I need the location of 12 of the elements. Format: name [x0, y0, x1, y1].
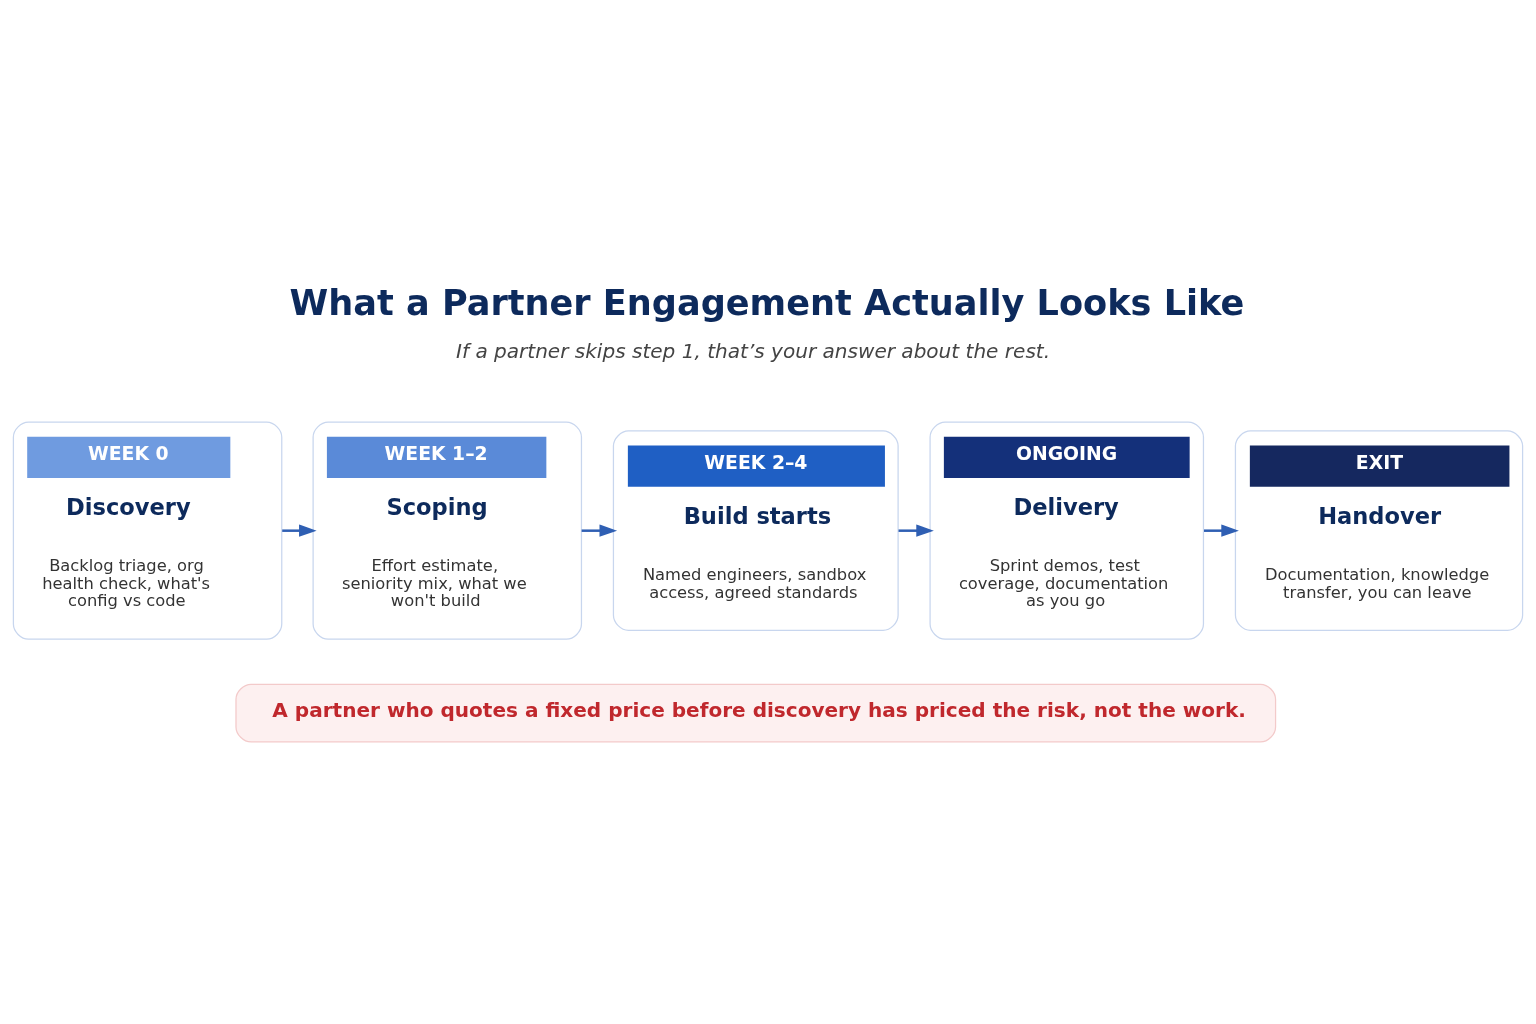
node-box: WEEK 1–2 Scoping Effort estimate, seniority mix, what we won't build — [312, 421, 583, 640]
diagram-title: What a Partner Engagement Actually Looks Like — [289, 281, 1245, 323]
node-box: WEEK 0 Discovery Backlog triage, org health check, what's config vs code — [12, 421, 283, 640]
label: If a partner skips step 1, that’s your answer about the rest. — [456, 338, 1051, 363]
arrow — [282, 524, 317, 537]
node-box: EXIT Handover Documentation, knowledge transfer, you can leave — [1234, 429, 1524, 631]
node-box: WEEK 2–4 Build starts Named engineers, sandbox access, agreed standards — [612, 429, 899, 631]
node-box: A partner who quotes a fixed price before discovery has priced the risk, not the work. — [235, 683, 1277, 743]
arrow — [1204, 524, 1239, 537]
arrow — [898, 524, 934, 537]
arrow — [581, 524, 618, 537]
node-box: ONGOING Delivery Sprint demos, test coverage, documentation as you go — [929, 421, 1205, 640]
